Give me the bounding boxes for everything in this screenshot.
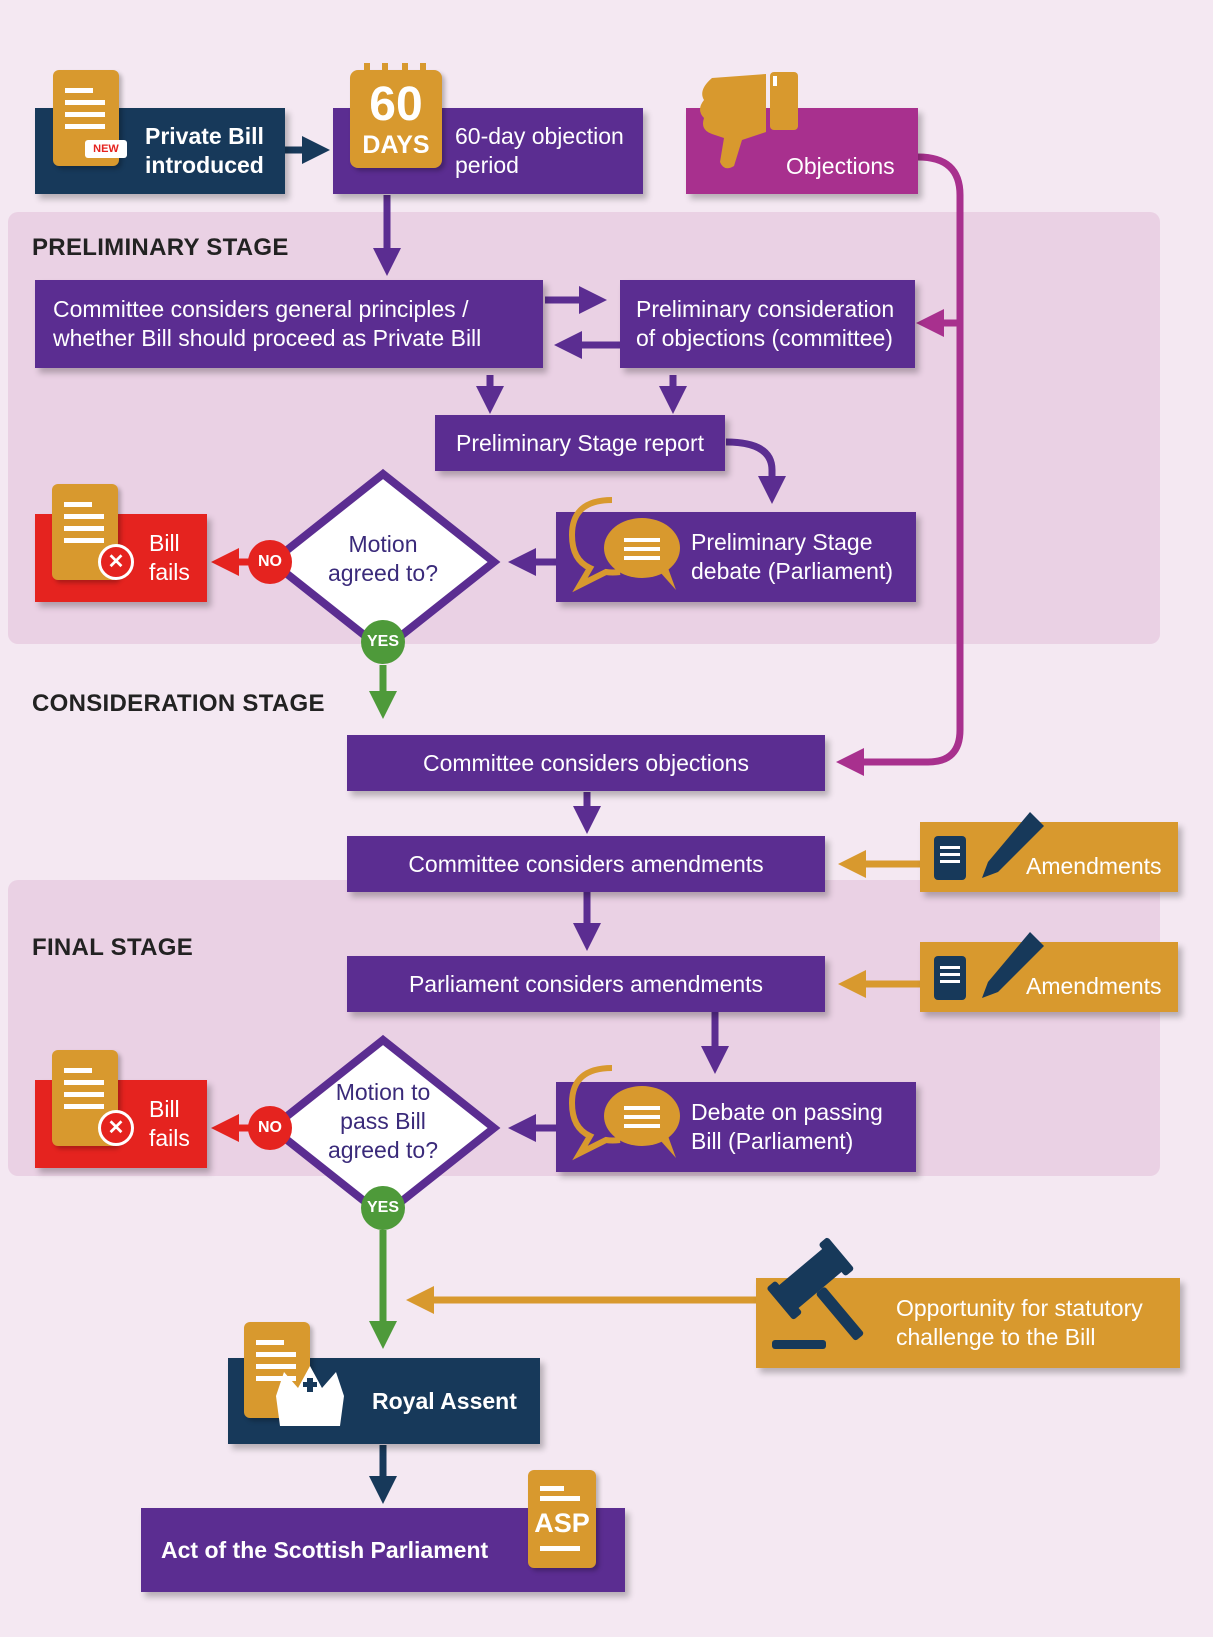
yes-badge-2: YES	[361, 1186, 405, 1230]
prelim-debate-label: Preliminary Stage debate (Parliament)	[691, 529, 893, 584]
x-circle-icon-1: ✕	[98, 544, 134, 580]
committee-principles-label: Committee considers general principles /…	[53, 296, 482, 351]
calendar-icon: 60 DAYS	[350, 63, 442, 168]
committee-amendments-label: Committee considers amendments	[408, 850, 764, 877]
no-badge-2: NO	[248, 1106, 292, 1150]
motion-pass-label: Motion to pass Bill agreed to?	[328, 1079, 438, 1163]
arrow-objections-route	[836, 153, 964, 776]
prelim-objections-label: Preliminary consideration of objections …	[636, 296, 895, 351]
committee-objections-label: Committee considers objections	[423, 749, 749, 776]
amendments-label-1: Amendments	[1026, 852, 1162, 879]
private-bill-label: Private Bill introduced	[145, 123, 264, 178]
amendments-label-2: Amendments	[1026, 972, 1162, 999]
asp-document-icon: ASP	[528, 1470, 596, 1568]
objection-period-label: 60-day objection period	[455, 123, 624, 178]
no-badge-1: NO	[248, 540, 292, 584]
consideration-stage-title: CONSIDERATION STAGE	[32, 690, 325, 717]
days-label: DAYS	[362, 131, 430, 159]
preliminary-stage-title: PRELIMINARY STAGE	[32, 234, 289, 261]
bill-fails-label-1: Bill fails	[149, 530, 190, 585]
prelim-report-box: Preliminary Stage report	[435, 415, 725, 471]
parliament-amendments-box: Parliament considers amendments	[347, 956, 825, 1012]
arrow-report-to-debate	[725, 438, 786, 504]
parliament-amendments-label: Parliament considers amendments	[408, 970, 764, 997]
days-number: 60	[369, 78, 423, 131]
x-circle-icon-2: ✕	[98, 1110, 134, 1146]
statutory-challenge-label: Opportunity for statutory challenge to t…	[896, 1295, 1143, 1350]
objections-label: Objections	[786, 152, 895, 179]
final-stage-title: FINAL STAGE	[32, 934, 194, 961]
debate-passing-label: Debate on passing Bill (Parliament)	[691, 1099, 883, 1154]
statutory-challenge-box: Opportunity for statutory challenge to t…	[756, 1278, 1180, 1368]
bill-fails-label-2: Bill fails	[149, 1096, 190, 1151]
royal-assent-box: Royal Assent	[228, 1358, 540, 1444]
yes-badge-1: YES	[361, 620, 405, 664]
committee-objections-box: Committee considers objections	[347, 735, 825, 791]
failed-document-icon-2: ✕	[52, 1050, 134, 1146]
asp-label: ASP	[534, 1508, 590, 1538]
act-label: Act of the Scottish Parliament	[161, 1536, 489, 1563]
amendments-box-2: Amendments	[920, 942, 1178, 1012]
new-badge: NEW	[85, 140, 127, 158]
royal-assent-label: Royal Assent	[372, 1387, 517, 1414]
committee-principles-box: Committee considers general principles /…	[35, 280, 543, 368]
new-document-icon: NEW	[53, 70, 127, 166]
prelim-objections-box: Preliminary consideration of objections …	[620, 280, 915, 368]
motion-agreed-label: Motion agreed to?	[328, 531, 438, 586]
prelim-report-label: Preliminary Stage report	[456, 429, 704, 456]
committee-amendments-box: Committee considers amendments	[347, 836, 825, 892]
failed-document-icon-1: ✕	[52, 484, 134, 580]
